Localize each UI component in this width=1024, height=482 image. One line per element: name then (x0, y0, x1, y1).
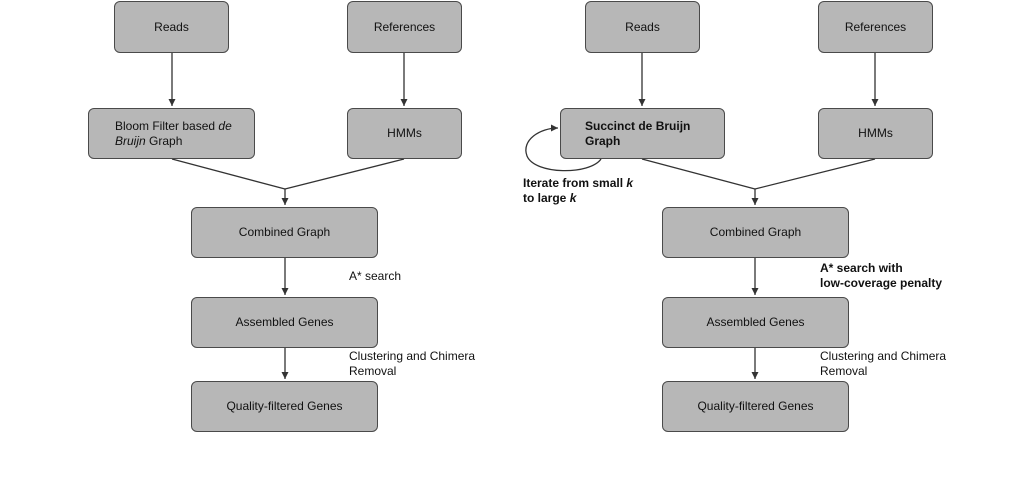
right-iterate-label: Iterate from small k to large k (523, 176, 633, 206)
left-reads-label: Reads (154, 19, 189, 34)
left-hmms-box: HMMs (347, 108, 462, 159)
right-combined-graph-label: Combined Graph (709, 225, 802, 239)
left-clustering-label: Clustering and Chimera Removal (349, 349, 475, 379)
merge-line-graph (171, 158, 286, 190)
right-succinct-graph-label: Succinct de Bruijn Graph (585, 119, 690, 149)
right-iterate-text-c: to large (523, 191, 570, 205)
right-clustering-line-2: Removal (820, 364, 868, 378)
right-reads-box: Reads (585, 1, 700, 53)
right-iterate-text-a: Iterate from small (523, 176, 627, 190)
left-graph-text-b: de (218, 118, 232, 133)
left-quality-filtered-genes-label: Quality-filtered Genes (226, 399, 343, 413)
right-iterate-text-b: k (626, 176, 634, 190)
left-references-box: References (347, 1, 462, 53)
left-graph-text-a: Bloom Filter based (115, 118, 219, 133)
right-clustering-line-1: Clustering and Chimera (820, 349, 947, 363)
right-quality-filtered-genes-label: Quality-filtered Genes (697, 399, 814, 413)
right-combined-graph-box: Combined Graph (662, 207, 849, 258)
left-clustering-line-1: Clustering and Chimera (349, 349, 476, 363)
right-iterate-line-1: Iterate from small k (523, 176, 633, 191)
right-clustering-label: Clustering and Chimera Removal (820, 349, 946, 379)
left-bloom-filter-graph-label: Bloom Filter based de Bruijn Graph (115, 119, 232, 149)
left-hmms-label: HMMs (387, 126, 422, 140)
right-references-label: References (844, 19, 907, 34)
right-iterate-text-d: k (569, 191, 577, 205)
right-graph-line-1: Succinct de Bruijn (585, 118, 691, 133)
right-astar-line-2: low-coverage penalty (820, 276, 943, 290)
merge-line-hmms (754, 158, 876, 190)
left-combined-graph-label: Combined Graph (238, 225, 331, 239)
right-hmms-box: HMMs (818, 108, 933, 159)
merge-line-graph (641, 158, 756, 190)
left-references-label: References (373, 19, 436, 34)
right-reads-label: Reads (625, 19, 660, 34)
right-hmms-label: HMMs (858, 126, 893, 140)
right-references-box: References (818, 1, 933, 53)
right-succinct-graph-box: Succinct de Bruijn Graph (560, 108, 725, 159)
right-assembled-genes-label: Assembled Genes (706, 315, 805, 329)
right-astar-search-label: A* search with low-coverage penalty (820, 261, 942, 291)
left-graph-line-2: Bruijn Graph (115, 134, 232, 149)
left-quality-filtered-genes-box: Quality-filtered Genes (191, 381, 378, 432)
left-assembled-genes-label: Assembled Genes (235, 315, 334, 329)
right-quality-filtered-genes-box: Quality-filtered Genes (662, 381, 849, 432)
left-astar-search-label: A* search (349, 269, 402, 283)
right-graph-line-2: Graph (585, 133, 621, 148)
merge-line-hmms (284, 158, 405, 190)
left-bloom-filter-graph-box: Bloom Filter based de Bruijn Graph (88, 108, 255, 159)
right-assembled-genes-box: Assembled Genes (662, 297, 849, 348)
left-assembled-genes-box: Assembled Genes (191, 297, 378, 348)
left-graph-text-d: Graph (145, 133, 183, 148)
right-iterate-line-2: to large k (523, 191, 633, 206)
iterate-loop-arrow (525, 124, 602, 172)
left-graph-line-1: Bloom Filter based de (115, 119, 232, 134)
left-reads-box: Reads (114, 1, 229, 53)
right-astar-line-1: A* search with (820, 261, 903, 275)
left-combined-graph-box: Combined Graph (191, 207, 378, 258)
left-graph-text-c: Bruijn (115, 133, 146, 148)
left-clustering-line-2: Removal (349, 364, 397, 378)
